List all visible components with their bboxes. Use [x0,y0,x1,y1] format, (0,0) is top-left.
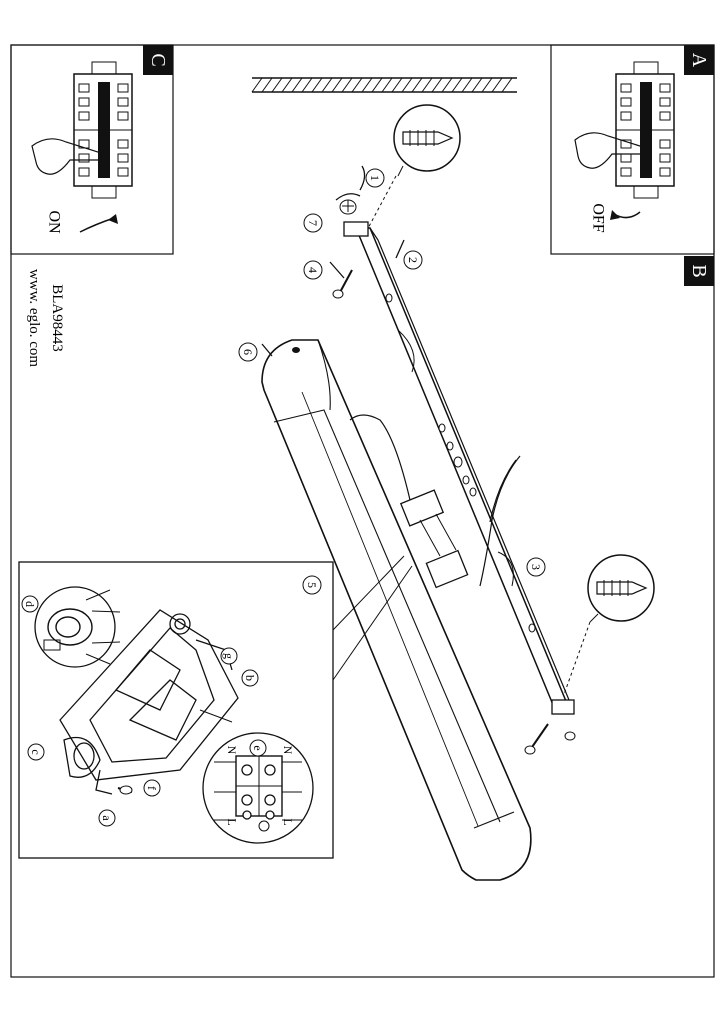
label-g: g [222,653,236,659]
screw-f [117,785,133,795]
step-2-label: 2 [406,257,420,263]
drill-line-bottom [561,621,591,701]
screw-bottom [524,723,576,755]
label-a: a [100,815,114,821]
panel-c: C ON [10,44,174,255]
terminal-block [399,489,469,589]
model-code: BLA98443 [49,284,65,352]
power-cable [349,414,521,587]
detail-panel-5: 5 [18,555,413,859]
breaker-illustration-c [31,61,133,233]
breaker-illustration-a [574,61,675,220]
panel-a-letter: A [688,53,710,68]
website: www. eglo. com [26,269,42,368]
arrow-icon [329,261,345,279]
panel-a: A OFF [550,44,715,255]
terminal-l-top: L [281,818,295,825]
panel-c-letter-box [143,45,173,75]
label-b: b [243,675,257,681]
wall-plug-callout-top [393,104,461,177]
panel-a-caption: OFF [590,203,607,232]
terminal-n-top: N [281,746,295,755]
luminaire-body [261,339,532,881]
step-6-label: 6 [241,349,255,355]
step-3-label: 3 [529,564,543,570]
step-4-label: 4 [306,267,320,273]
step-5-label: 5 [305,582,319,588]
arrow-icon [335,193,361,201]
screw-top [332,269,353,299]
terminal-n-bottom: N [225,746,239,755]
terminal-l-bottom: L [225,818,239,825]
panel-c-letter: C [147,53,169,66]
panel-b-letter-box [684,256,714,286]
dowel-top [339,199,357,215]
step-1-label: 1 [368,175,382,181]
wall-hatch [251,77,517,93]
label-c: c [29,749,43,754]
detail-letter-callouts: d c a f g b e [21,595,267,827]
panel-a-letter-box [684,45,714,75]
panel-c-caption: ON [46,210,63,234]
label-d: d [23,601,37,607]
outer-frame [10,44,715,978]
arrow-icon [395,239,405,259]
arrow-icon [261,343,273,357]
terminal-detail: N N L L [199,709,314,844]
panel-b-letter: B [688,264,710,277]
label-f: f [145,786,159,790]
drill-line-top [365,175,397,233]
arrow-icon [359,165,366,191]
step-7-label: 7 [306,220,320,226]
step-callouts: 1 7 4 2 6 3 [238,165,546,577]
wall-plug-callout-bottom [587,554,655,623]
ground-icon [258,820,270,832]
mounting-bracket [343,221,575,715]
lampholder-detail [34,586,121,668]
label-e: e [251,745,265,750]
